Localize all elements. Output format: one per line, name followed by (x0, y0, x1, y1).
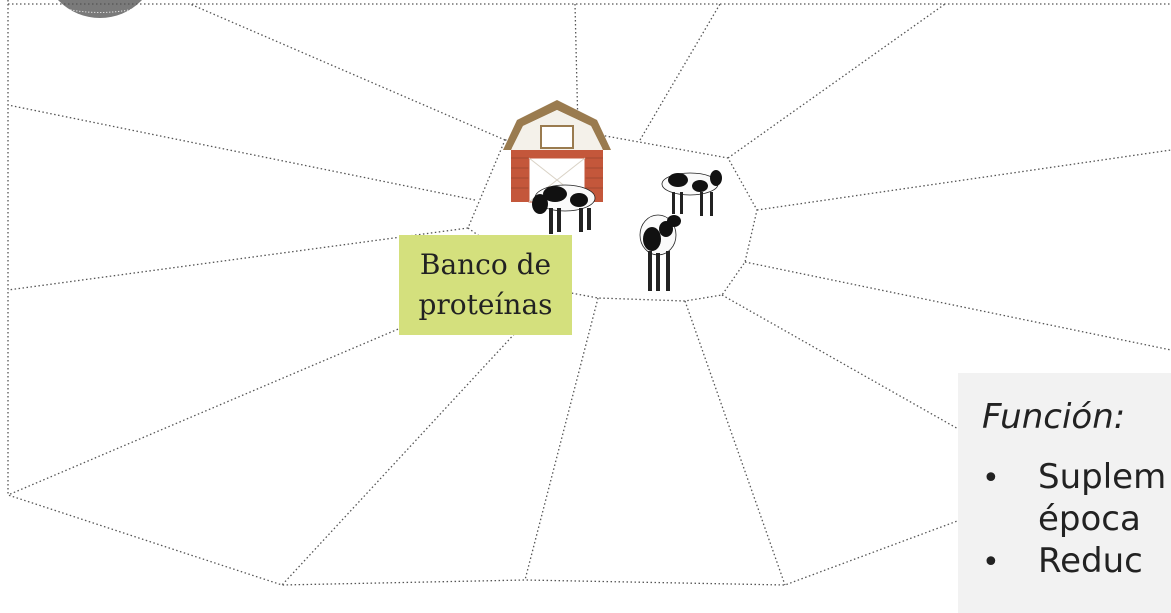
protein-bank-label: Banco de proteínas (399, 235, 572, 335)
function-item-line: Suplem (1038, 457, 1167, 497)
cow-icon (532, 184, 596, 234)
bullet-icon: • (982, 461, 1000, 496)
label-line-2: proteínas (418, 288, 553, 321)
function-item: • Suplem (982, 457, 1166, 499)
function-item-line: Reduc (1038, 541, 1143, 581)
cow-icon (639, 214, 681, 291)
paddock-diagram (7, 0, 1171, 586)
outer-boundary (7, 0, 961, 586)
function-heading: Función: (982, 397, 1126, 437)
function-item: • Reduc (982, 541, 1143, 583)
cow-icon (661, 170, 722, 216)
paddock-divisions (7, 3, 1171, 586)
function-item-continuation: época (982, 499, 1141, 539)
label-line-1: Banco de (419, 248, 552, 281)
function-panel: Función: • Suplem época • Reduc (958, 373, 1171, 613)
bullet-icon: • (982, 545, 1000, 580)
corner-circle (58, 0, 142, 18)
function-item-line: época (1038, 499, 1141, 539)
